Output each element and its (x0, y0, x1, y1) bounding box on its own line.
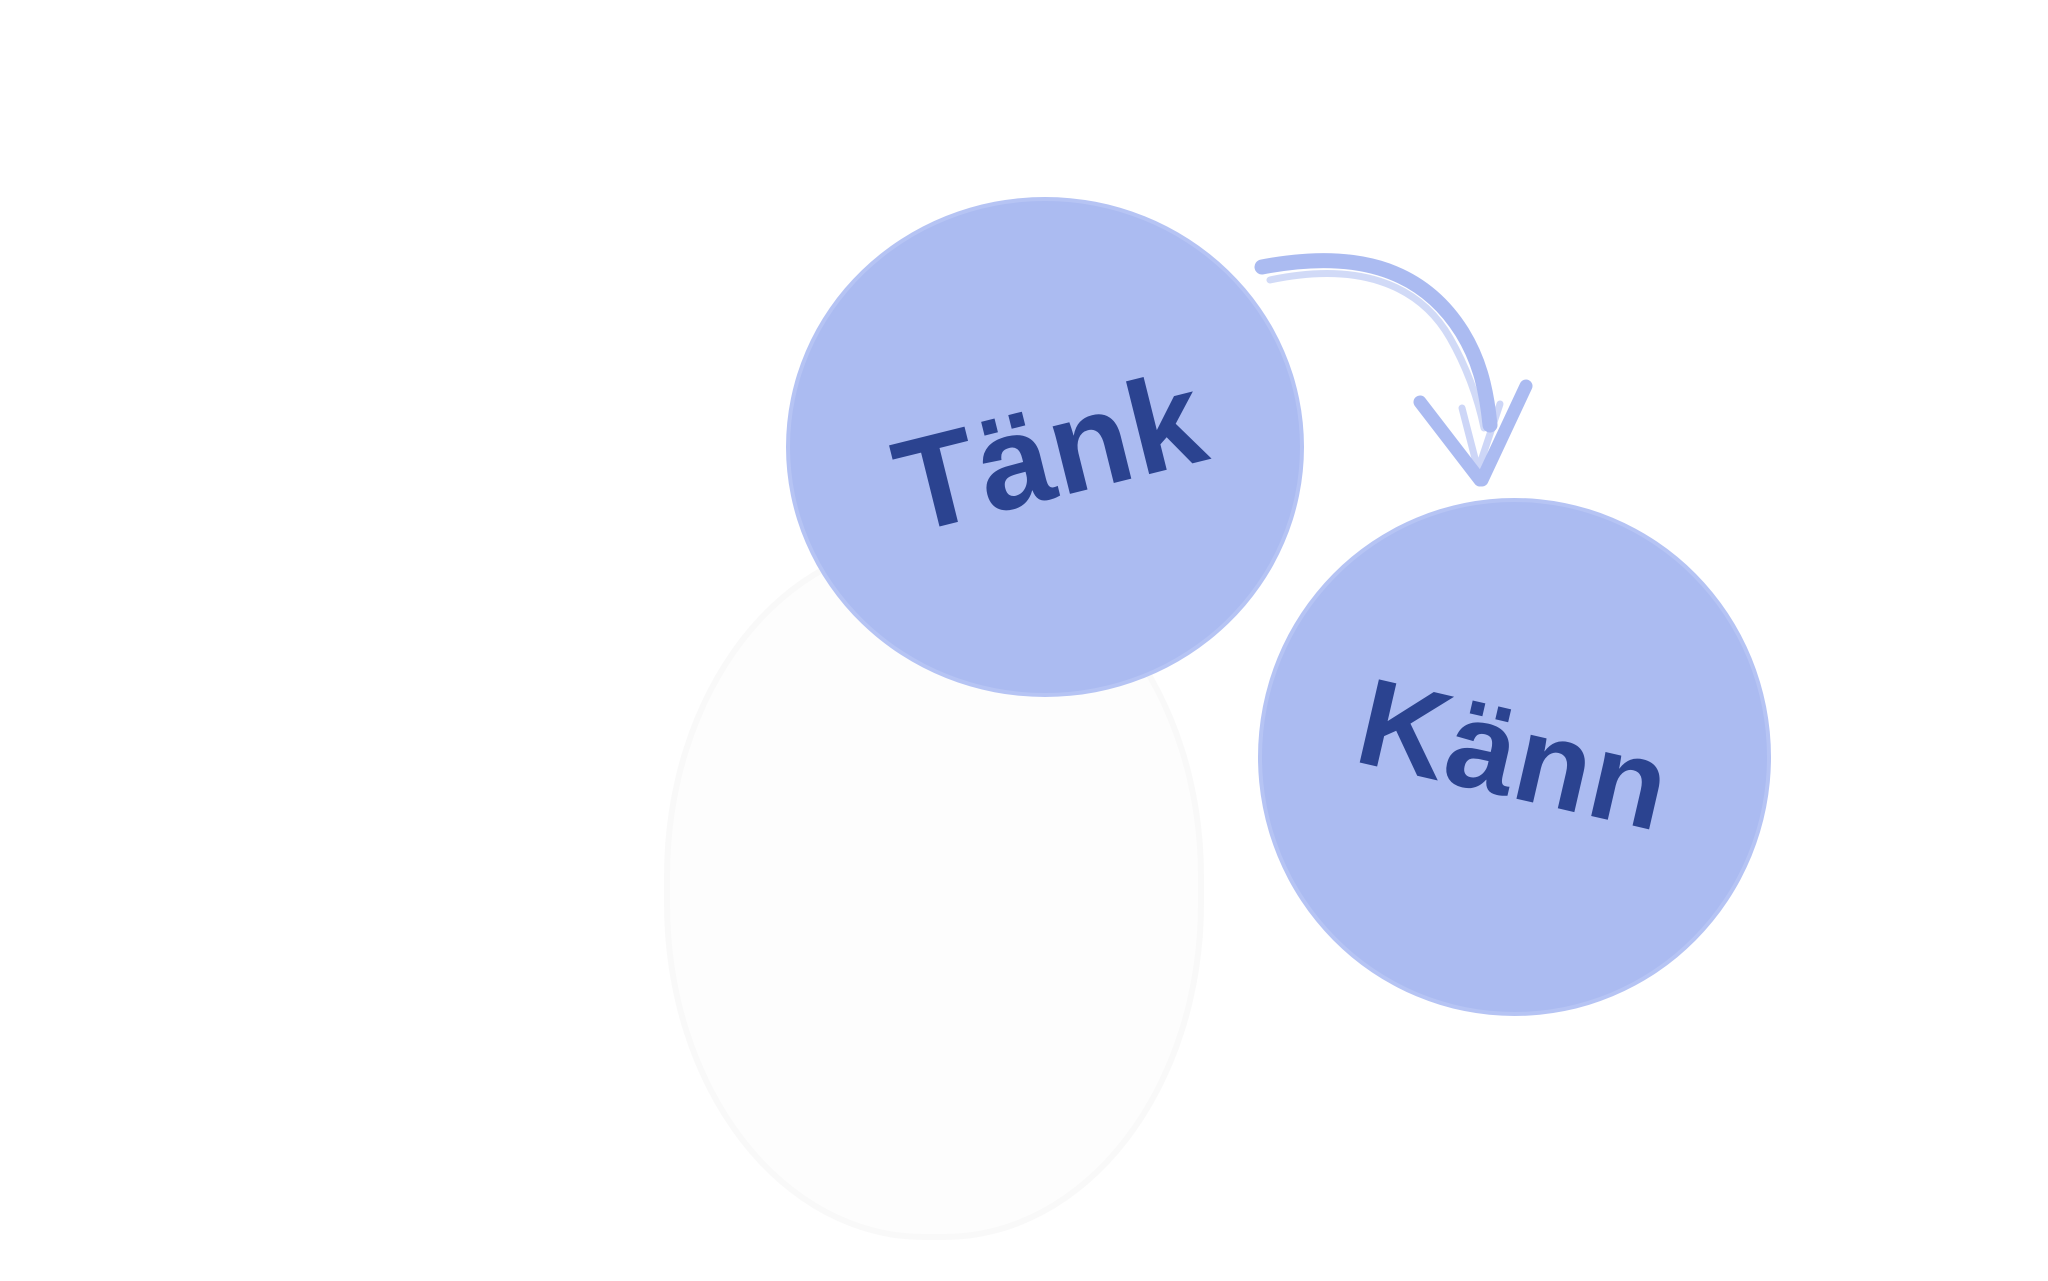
arrow-head-left (1413, 395, 1487, 487)
arrow-head-center (1458, 400, 1504, 474)
arrow-shaft (1254, 253, 1498, 433)
arrow-head-right (1475, 379, 1533, 487)
arrow-shaft-texture (1266, 270, 1488, 432)
think-circle (786, 197, 1304, 697)
feel-circle (1258, 498, 1771, 1016)
